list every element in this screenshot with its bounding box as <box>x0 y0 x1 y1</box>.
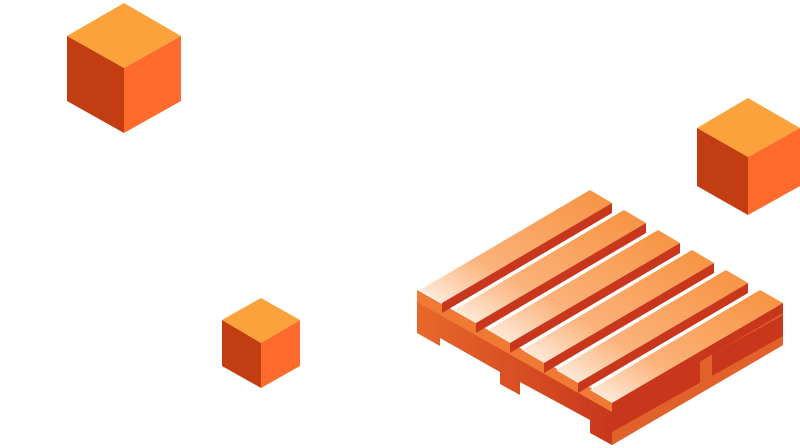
pallet <box>417 190 783 445</box>
cube-right-face <box>261 320 300 388</box>
pallet-plank <box>522 250 714 373</box>
pallet-front-stringer <box>417 290 612 412</box>
cube-large-top-left <box>67 3 181 133</box>
pallet-right-side-bottom <box>612 336 783 445</box>
cube-left-face <box>222 320 261 388</box>
cube-top-face <box>67 3 181 68</box>
pallet-plank <box>454 210 646 333</box>
pallet-plank <box>420 190 612 313</box>
pallet-deck-planks <box>420 190 783 413</box>
pallet-plank <box>488 230 680 353</box>
cube-left-face <box>67 36 124 133</box>
cube-left-face <box>697 128 748 215</box>
pallet-plank <box>590 290 783 413</box>
cube-top-face <box>222 298 300 343</box>
cube-right-face <box>124 36 181 133</box>
cube-small <box>222 298 300 388</box>
pallet-plank <box>556 270 748 393</box>
cube-top-face <box>697 98 800 157</box>
cube-right <box>697 98 800 215</box>
cube-right-face <box>748 128 800 215</box>
